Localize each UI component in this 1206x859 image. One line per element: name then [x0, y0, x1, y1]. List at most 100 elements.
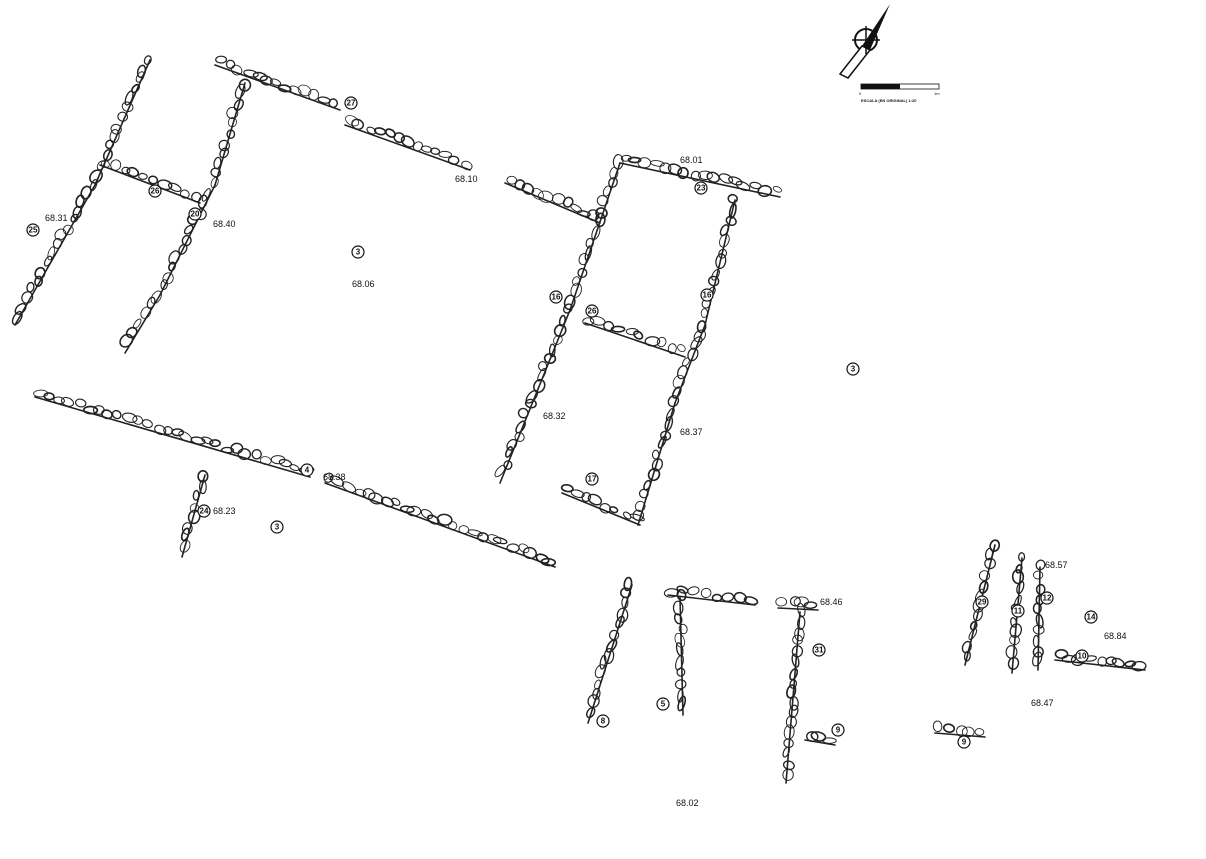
wall-stone: [693, 329, 706, 343]
scale-caption: ESCALA (EN ORIGINAL) 1:20: [861, 98, 917, 103]
wall-stone: [609, 167, 619, 180]
svg-text:31: 31: [815, 646, 824, 655]
wall-stone: [634, 500, 646, 512]
wall-stone: [126, 166, 140, 178]
wall-stone: [789, 596, 801, 607]
wall-stone: [676, 588, 687, 602]
wall-stone: [26, 281, 35, 293]
svg-text:3: 3: [356, 248, 361, 257]
wall-stone: [789, 667, 799, 681]
elevation-e7: 68.37: [680, 427, 703, 437]
wall-stone: [663, 588, 679, 598]
svg-text:8: 8: [601, 717, 606, 726]
svg-text:3: 3: [275, 523, 280, 532]
wall-stone: [610, 325, 626, 333]
unit-label: 4: [300, 463, 314, 477]
elevation-e9: 68.23: [213, 506, 236, 516]
wall-stone: [259, 75, 273, 86]
wall-edge: [94, 59, 151, 186]
unit-label: 5: [656, 697, 670, 711]
wall-stone: [667, 343, 677, 355]
wall-stone: [219, 147, 230, 159]
wall-stone: [596, 195, 609, 207]
elevation-e8: 68.38: [323, 472, 346, 482]
wall-stone: [793, 596, 809, 608]
wall-stone: [179, 189, 190, 199]
scale-start: 0: [859, 91, 862, 96]
wall-stone: [121, 412, 138, 423]
svg-text:4: 4: [305, 466, 310, 475]
unit-labels: 27 26 20 25 3 23 16 26 16 3 4 24 3 17 29…: [26, 96, 1098, 749]
wall-stone: [974, 728, 985, 736]
wall-stone: [595, 212, 606, 228]
wall-stone: [467, 529, 483, 537]
wall-stone: [494, 464, 506, 478]
wall-stone: [21, 291, 34, 304]
wall-stone: [181, 522, 193, 535]
unit-label: 24: [197, 504, 211, 518]
wall-stone: [968, 628, 978, 640]
wall-stone: [269, 78, 282, 86]
unit-label: 27: [344, 96, 358, 110]
wall-stone: [74, 398, 87, 408]
wall-stone: [1111, 657, 1125, 668]
wall-edge: [499, 309, 571, 484]
svg-text:11: 11: [1014, 607, 1023, 616]
wall-stone: [775, 597, 788, 607]
wall-stone: [243, 69, 259, 78]
wall-stone: [138, 172, 148, 180]
elevation-e13: 68.47: [1031, 698, 1054, 708]
wall-stone: [237, 448, 252, 461]
wall-stone: [677, 695, 687, 712]
wall-stone: [672, 600, 684, 616]
wall-stone: [329, 475, 345, 487]
wall-stone: [209, 439, 221, 448]
unit-label: 17: [585, 472, 599, 486]
unit-label: 3: [351, 245, 365, 259]
wall-edge: [214, 82, 246, 186]
wall-stone: [690, 170, 702, 182]
unit-label: 25: [26, 223, 40, 237]
wall-stone: [708, 275, 720, 287]
wall-stone: [677, 166, 689, 180]
wall-stone: [141, 419, 153, 429]
wall-stone: [697, 170, 713, 180]
wall-stone: [553, 335, 563, 345]
wall-stone: [587, 493, 603, 506]
unit-label: 16: [700, 288, 714, 302]
wall-edge: [637, 402, 676, 526]
wall-edge: [679, 596, 684, 716]
svg-text:23: 23: [697, 184, 706, 193]
wall-stone: [1032, 570, 1044, 580]
wall-stone: [673, 613, 683, 625]
elevation-e5: 68.06: [352, 279, 375, 289]
svg-text:5: 5: [661, 700, 666, 709]
unit-label: 9: [957, 735, 971, 749]
unit-label: 20: [188, 207, 202, 221]
elevation-e14: 68.02: [676, 798, 699, 808]
wall-stone: [609, 506, 619, 514]
wall-edge: [667, 594, 756, 606]
wall-stone: [671, 386, 682, 399]
wall-stone: [629, 513, 645, 522]
wall-stone: [111, 409, 122, 420]
svg-text:24: 24: [200, 507, 209, 516]
elevation-markers: 68.01 68.10 68.31 68.40 68.06 68.32 68.3…: [45, 155, 1127, 808]
wall-stone: [537, 190, 554, 203]
wall-stone: [225, 59, 236, 69]
wall-edge: [584, 322, 686, 358]
unit-label: 3: [270, 520, 284, 534]
svg-text:25: 25: [29, 226, 38, 235]
wall-stone: [1009, 623, 1023, 638]
wall-edge: [934, 732, 986, 738]
elevation-e11: 68.46: [820, 597, 843, 607]
wall-stone: [187, 509, 201, 525]
wall-edge: [1054, 659, 1146, 671]
unit-label: 3: [846, 362, 860, 376]
wall-stone: [234, 83, 246, 99]
wall-edge: [587, 584, 633, 724]
wall-stone: [570, 489, 585, 498]
wall-edge: [99, 164, 201, 204]
wall-stone: [667, 395, 680, 408]
